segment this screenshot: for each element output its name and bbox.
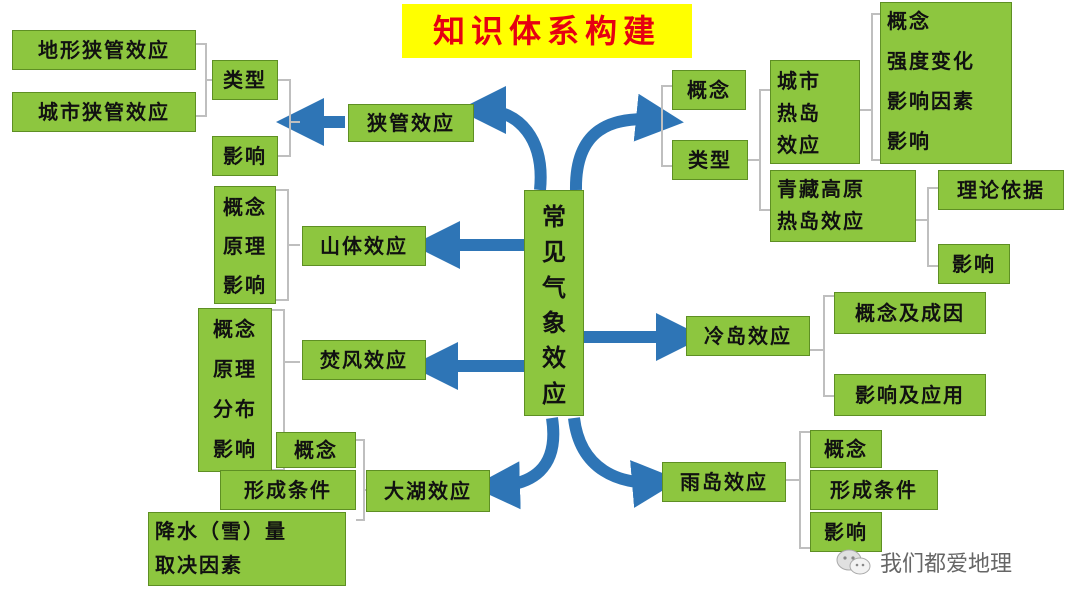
node-yudao-xingcheng[interactable]: 形成条件 [810,470,938,510]
node-xiaguan-yingxiang[interactable]: 影响 [212,136,278,176]
central-char: 常 [542,203,566,232]
arrow-to-dahu [472,417,560,510]
central-node[interactable]: 常 见 气 象 效 应 [524,190,584,416]
wechat-icon [836,549,871,575]
central-char: 应 [542,379,566,408]
node-dixing-xiaguan[interactable]: 地形狭管效应 [12,30,196,70]
node-xiaguan-leixing[interactable]: 类型 [212,60,278,100]
node-dahu-xingcheng[interactable]: 形成条件 [220,470,356,510]
node-lengdao-yingyong[interactable]: 影响及应用 [834,374,986,416]
node-lengdao-chengyin[interactable]: 概念及成因 [834,292,986,334]
node-chengshi-xiaguan[interactable]: 城市狭管效应 [12,92,196,132]
node-dahu-gainian[interactable]: 概念 [276,432,356,468]
node-xiaguan[interactable]: 狭管效应 [348,104,474,142]
central-char: 见 [542,238,566,267]
node-lengdao[interactable]: 冷岛效应 [686,316,810,356]
watermark: 我们都爱地理 [834,546,1012,578]
node-yudao-gainian[interactable]: 概念 [810,430,882,468]
central-char: 效 [542,344,566,373]
node-qingzang-lilun[interactable]: 理论依据 [938,170,1064,210]
node-redao-items[interactable]: 概念 强度变化 影响因素 影响 [880,2,1012,164]
node-shanti-items[interactable]: 概念 原理 影响 [214,186,276,304]
node-fenfeng-items[interactable]: 概念 原理 分布 影响 [198,308,272,472]
node-qingzang-yingxiang[interactable]: 影响 [938,244,1010,284]
watermark-text: 我们都爱地理 [880,552,1013,577]
node-dahu[interactable]: 大湖效应 [366,470,490,512]
node-dahu-jiangshui[interactable]: 降水（雪）量 取决因素 [148,512,346,586]
central-char: 象 [542,309,566,338]
arrow-to-leixing [569,93,684,191]
node-gainian-right[interactable]: 概念 [672,70,746,110]
arrow-to-yudao [568,417,680,508]
node-leixing-right[interactable]: 类型 [672,140,748,180]
node-chengshi-redao[interactable]: 城市 热岛 效应 [770,60,860,164]
page-title: 知识体系构建 [402,4,692,58]
node-shanti[interactable]: 山体效应 [302,226,426,266]
node-yudao[interactable]: 雨岛效应 [662,462,786,502]
node-fenfeng[interactable]: 焚风效应 [302,340,426,380]
arrow-to-xiaguan [458,86,547,191]
node-qingzang[interactable]: 青藏高原 热岛效应 [770,170,916,242]
central-char: 气 [542,273,566,302]
